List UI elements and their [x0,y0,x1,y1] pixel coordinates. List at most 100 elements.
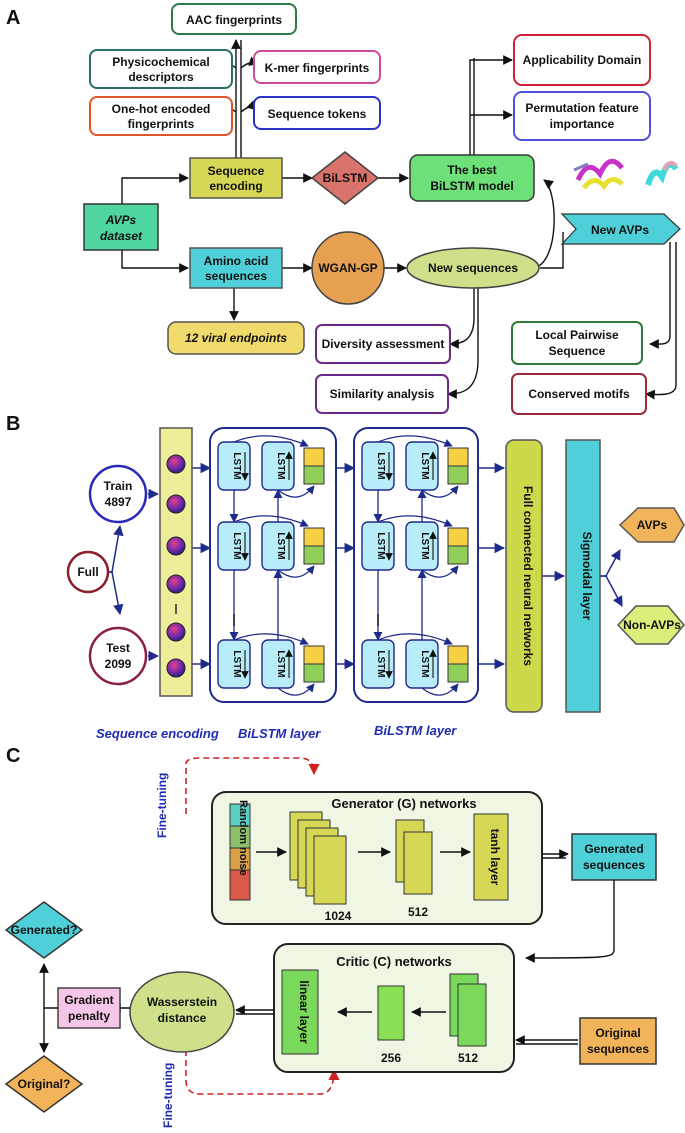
original-decision-diamond: Original? [4,1055,84,1113]
forward-state [303,527,325,547]
fcnn-label: Full connected neural networks [521,486,535,666]
test-circle: Test 2099 [88,626,148,686]
test-line1: Test [106,641,130,655]
amino-line2: sequences [205,269,267,283]
avps-out-label: AVPs [637,518,668,532]
g512-label: 512 [408,905,428,919]
generator-network-box: Generator (G) networks Random noise 1024… [211,791,543,925]
lstm-label: LSTM [375,650,386,677]
train-line2: 4897 [105,495,132,509]
avps-dataset-box: AVPs dataset [83,203,159,251]
best-line2: BiLSTM model [430,179,513,193]
panel-a-label: A [6,7,20,29]
amino-acid-box: Amino acid sequences [189,247,283,289]
gradient-line2: penalty [68,1009,110,1023]
perm-line2: importance [550,117,615,131]
backward-state [303,465,325,485]
c512-label: 512 [458,1051,478,1065]
finetune-label-bottom: Fine-tuning [161,1063,175,1128]
g1024-label: 1024 [325,909,352,923]
diversity-box: Diversity assessment [315,324,451,364]
generatedq-label: Generated? [11,923,78,937]
similarity-label: Similarity analysis [330,387,435,401]
forward-state [303,447,325,467]
generated-sequences-box: Generated sequences [571,833,657,881]
viral-endpoints-box: 12 viral endpoints [167,321,305,355]
lstm-label: LSTM [275,532,286,559]
seqenc-caption: Sequence encoding [96,726,219,741]
new-sequences-ellipse: New sequences [406,247,540,289]
critic-title: Critic (C) networks [336,954,452,969]
seqenc-line2: encoding [209,179,262,193]
peptide-structures-image [573,158,679,191]
onehot-line2: fingerprints [128,117,195,131]
backward-state [303,545,325,565]
lstm-label: LSTM [419,452,430,479]
nonavps-label: Non-AVPs [623,618,681,632]
physchem-line2: descriptors [128,70,194,84]
encoding-node [166,658,186,678]
viral-label: 12 viral endpoints [185,331,287,345]
seqenc-line1: Sequence [208,164,265,178]
critic-network-box: Critic (C) networks linear layer 256 512 [273,943,515,1073]
applicability-domain-box: Applicability Domain [513,34,651,86]
local-pairwise-box: Local Pairwise Sequence [511,321,643,365]
panel-a-connectors [121,39,677,400]
train-line1: Train [104,479,133,493]
sequence-encoding-column [159,427,193,697]
forward-state [303,645,325,665]
conserved-motifs-box: Conserved motifs [511,373,647,415]
sigmoidal-layer: Sigmoidal layer [565,439,601,713]
lstm-label: LSTM [419,650,430,677]
permutation-box: Permutation feature importance [513,91,651,141]
diversity-label: Diversity assessment [322,337,445,351]
train-circle: Train 4897 [88,464,148,524]
original-line1: Original [595,1026,640,1040]
lstm-label: LSTM [375,532,386,559]
tanh-label: tanh layer [488,829,502,886]
fully-connected-layer: Full connected neural networks [505,439,543,713]
encoding-node [166,494,186,514]
sigmoid-label: Sigmoidal layer [580,532,594,621]
similarity-box: Similarity analysis [315,374,449,414]
perm-line1: Permutation feature [525,101,639,115]
lstm-label: LSTM [419,532,430,559]
avps-line1: AVPs [105,213,137,227]
backward-state [447,465,469,485]
bilstm1-caption: BiLSTM layer [238,726,321,741]
new-avps-chevron: New AVPs [560,213,681,245]
lstm-label: LSTM [231,452,242,479]
finetune-label-top: Fine-tuning [155,773,169,838]
wasserstein-line1: Wasserstein [147,995,217,1009]
aac-label: AAC fingerprints [186,13,282,27]
encoding-node [166,622,186,642]
originalq-label: Original? [18,1077,71,1091]
linear-label: linear layer [297,980,311,1044]
sequence-tokens-box: Sequence tokens [253,96,381,130]
fine-tuning-loops: Fine-tuning Fine-tuning [155,757,340,1128]
lstm-label: LSTM [275,452,286,479]
lstm-label: LSTM [231,650,242,677]
encoding-node [166,454,186,474]
forward-state [447,447,469,467]
non-avps-output-diamond: Non-AVPs [616,605,685,645]
aac-fingerprints-box: AAC fingerprints [171,3,297,35]
panel-c-label: C [6,745,20,767]
kmer-label: K-mer fingerprints [265,61,370,75]
bilstm2-caption: BiLSTM layer [374,723,457,738]
lstm-label: LSTM [275,650,286,677]
generated-line1: Generated [584,842,643,856]
full-circle: Full [66,550,110,594]
generator-title: Generator (G) networks [331,796,476,811]
backward-state [447,663,469,683]
original-line2: sequences [587,1042,649,1056]
onehot-line1: One-hot encoded [112,102,211,116]
appdomain-label: Applicability Domain [523,53,642,67]
panel-b-input-connectors [98,462,623,670]
onehot-box: One-hot encoded fingerprints [89,96,233,136]
gradient-line1: Gradient [64,993,113,1007]
kmer-fingerprints-box: K-mer fingerprints [253,50,381,84]
wgan-gp-circle: WGAN-GP [311,231,385,305]
